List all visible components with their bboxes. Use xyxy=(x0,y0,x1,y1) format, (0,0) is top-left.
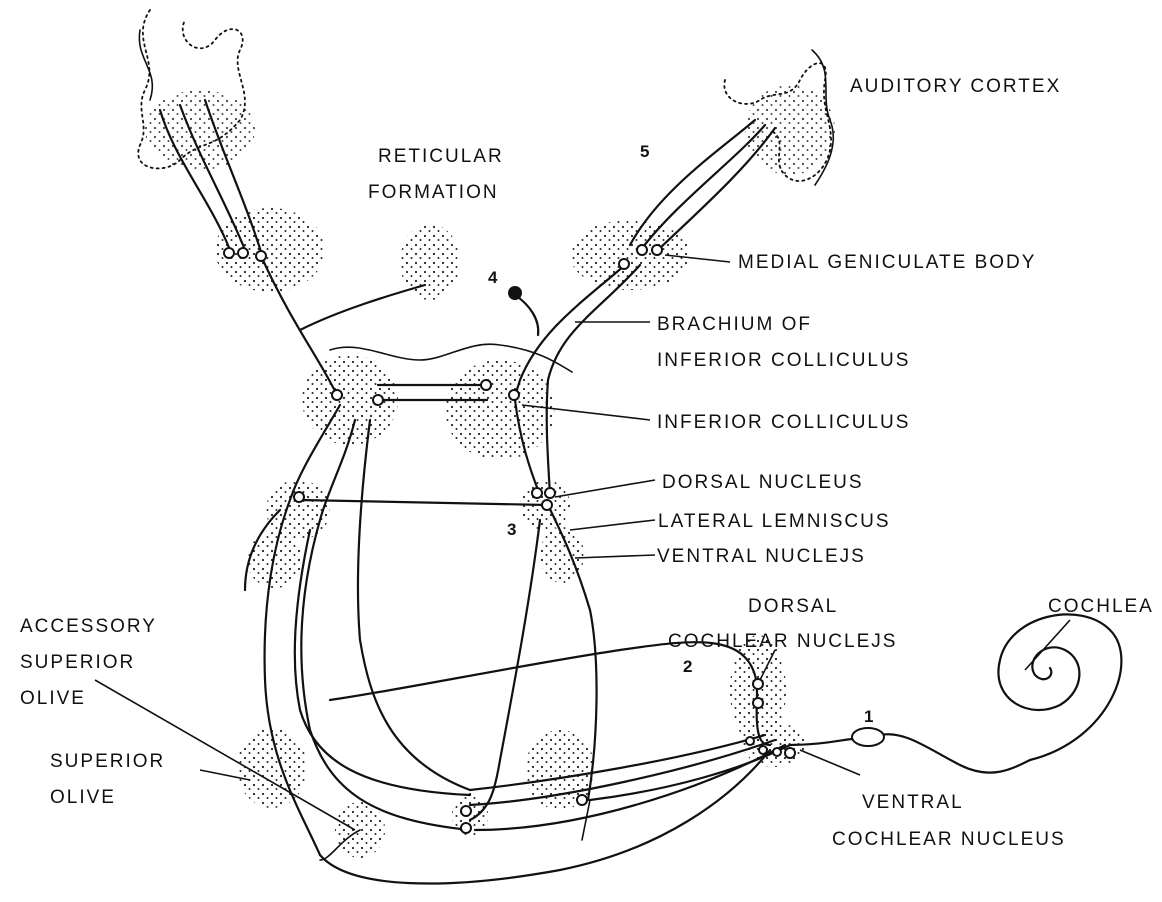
label-brachium-2: INFERIOR COLLICULUS xyxy=(657,350,910,371)
label-dorsal-nucleus: DORSAL NUCLEUS xyxy=(662,472,864,493)
label-brachium-1: BRACHIUM OF xyxy=(657,314,812,335)
right-inferior-colliculus-nucleus xyxy=(445,360,555,460)
number-1: 1 xyxy=(864,707,873,726)
label-superior-olive-2: OLIVE xyxy=(50,787,116,808)
label-inferior-colliculus: INFERIOR COLLICULUS xyxy=(657,412,910,433)
label-auditory-cortex: AUDITORY CORTEX xyxy=(850,76,1061,97)
label-accessory-3: OLIVE xyxy=(20,688,86,709)
label-medial-geniculate: MEDIAL GENICULATE BODY xyxy=(738,252,1036,273)
label-superior-olive-1: SUPERIOR xyxy=(50,751,165,772)
left-lemniscal-nucleus-dorsal xyxy=(266,480,330,540)
label-accessory-1: ACCESSORY xyxy=(20,616,157,637)
label-ventral-cochlear-2: COCHLEAR NUCLEUS xyxy=(832,829,1066,850)
number-5: 5 xyxy=(640,142,649,161)
label-reticular-2: FORMATION xyxy=(368,182,499,203)
label-ventral-cochlear-1: VENTRAL xyxy=(862,792,964,813)
label-reticular-1: RETICULAR xyxy=(378,146,504,167)
number-4: 4 xyxy=(488,268,498,287)
label-lateral-lemniscus: LATERAL LEMNISCUS xyxy=(658,511,891,532)
left-lemniscal-nucleus-ventral xyxy=(247,532,303,588)
collateral-terminal xyxy=(508,286,522,300)
label-dorsal-cochlear-1: DORSAL xyxy=(748,596,838,617)
number-2: 2 xyxy=(683,657,692,676)
label-ventral-nucleus: VENTRAL NUCLEJS xyxy=(657,546,866,567)
label-dorsal-cochlear-2: COCHLEAR NUCLEJS xyxy=(668,631,897,652)
label-accessory-2: SUPERIOR xyxy=(20,652,135,673)
label-cochlea: COCHLEA xyxy=(1048,596,1154,617)
labels: AUDITORY CORTEX RETICULAR FORMATION MEDI… xyxy=(20,76,1154,850)
number-3: 3 xyxy=(507,520,516,539)
right-auditory-cortex xyxy=(724,50,835,185)
